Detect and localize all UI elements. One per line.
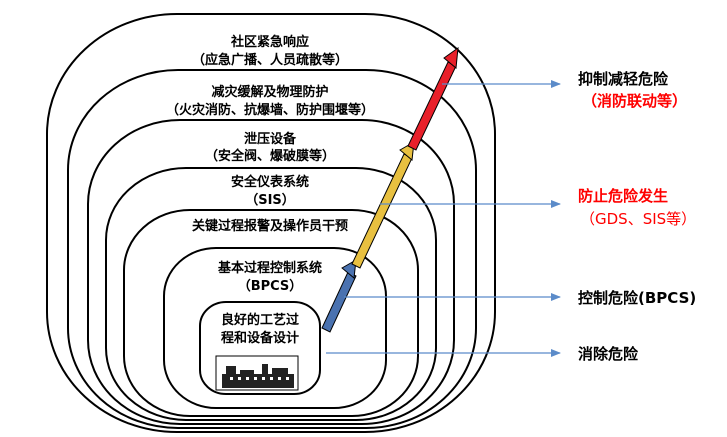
layer-4-subtitle: （SIS） <box>245 192 295 208</box>
layer-7-subtitle: 程和设备设计 <box>221 330 299 346</box>
layer-4-title: 安全仪表系统 <box>231 174 309 190</box>
layer-1-title: 社区紧急响应 <box>230 34 309 50</box>
label-prevent: 防止危险发生 <box>578 187 668 205</box>
label-mitigate-detail: （消防联动等） <box>582 92 687 110</box>
layer-1-subtitle: （应急广播、人员疏散等） <box>192 52 348 68</box>
factory-icon <box>215 355 299 391</box>
label-control: 控制危险(BPCS) <box>578 289 696 307</box>
layer-2-subtitle: （火灾消防、抗爆墙、防护围堰等） <box>166 102 374 118</box>
layer-2-title: 减灾缓解及物理防护 <box>211 84 328 100</box>
arrow-segment-blue <box>321 271 357 333</box>
layer-7-title: 良好的工艺过 <box>221 312 299 328</box>
layer-3-title: 泄压设备 <box>244 131 297 147</box>
layer-5-title: 关键过程报警及操作员干预 <box>192 218 348 234</box>
arrow-head-red <box>443 46 459 69</box>
label-mitigate: 抑制减轻危险 <box>578 70 669 88</box>
label-prevent-detail: （GDS、SIS等） <box>580 210 696 228</box>
layer-3-subtitle: （安全阀、爆破膜等） <box>205 148 335 164</box>
layer-6-subtitle: （BPCS） <box>238 278 303 294</box>
layer-6-title: 基本过程控制系统 <box>217 260 322 276</box>
label-eliminate: 消除危险 <box>578 345 639 363</box>
